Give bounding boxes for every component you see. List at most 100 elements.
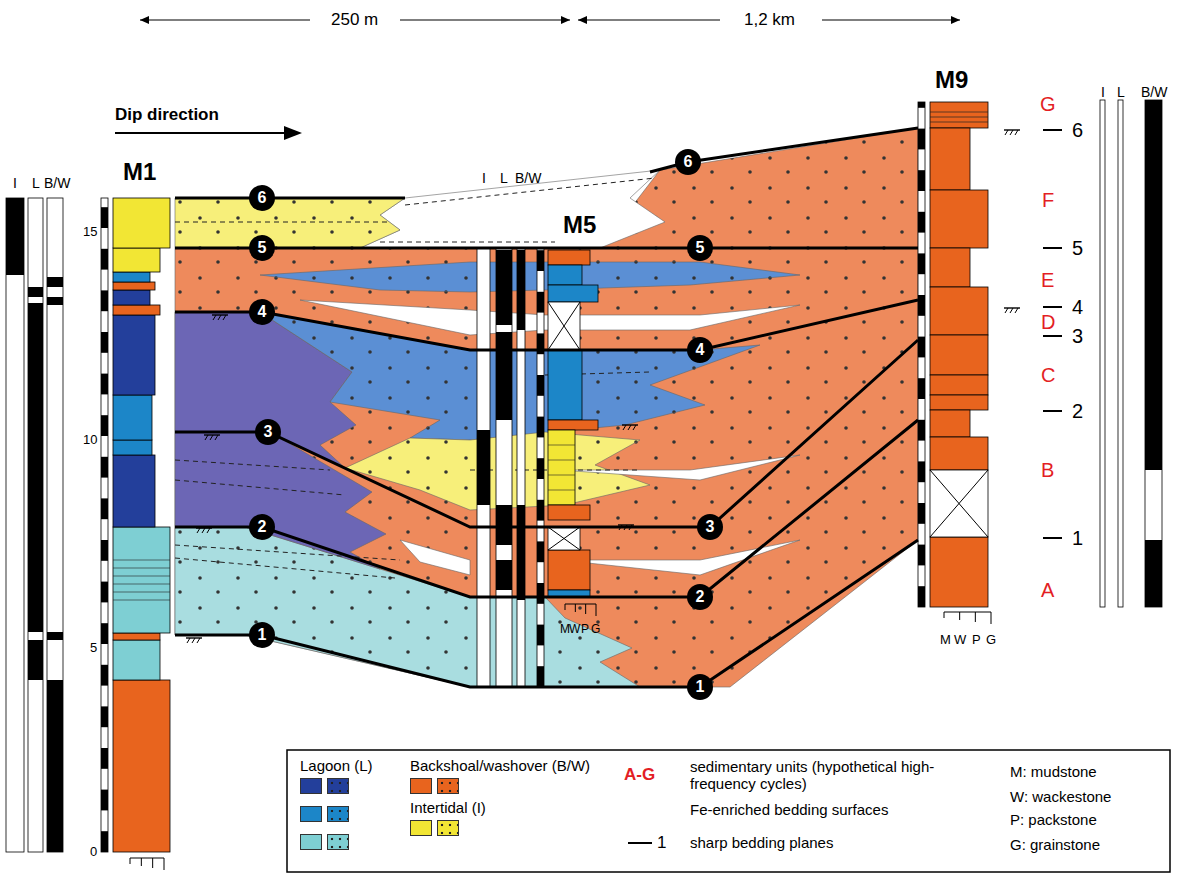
facies-body (560, 455, 800, 480)
bedding-line (548, 490, 575, 491)
texture-scale (575, 604, 576, 612)
column-block (113, 198, 170, 248)
surface-number: 1 (1072, 527, 1083, 550)
column-header: I (1101, 84, 1105, 100)
unit-boundary-tick (1043, 306, 1062, 308)
callout-number: 6 (684, 153, 693, 171)
scale-bar (537, 458, 544, 479)
unit-boundary-tick (1043, 129, 1062, 131)
facies-body (175, 198, 405, 248)
grain-dots (175, 527, 640, 687)
arrow-head (561, 16, 570, 24)
scale-bar (101, 582, 108, 603)
scale-bar (101, 623, 108, 644)
callout-number: 5 (696, 239, 705, 257)
facies-bar (517, 248, 525, 687)
surface-callout: 5 (687, 235, 713, 261)
texture-letter: M (940, 633, 951, 648)
column-block (930, 248, 970, 287)
facies-body (175, 527, 640, 687)
unit-letter: C (1041, 364, 1055, 387)
bounding-surface (175, 540, 918, 687)
scale-bar (918, 545, 925, 566)
bedding-line (930, 117, 988, 118)
surface-callout: 2 (249, 514, 275, 540)
scale-bar (101, 457, 108, 478)
facies-bar (47, 680, 63, 852)
facies-body (260, 262, 800, 292)
section-name: M1 (123, 158, 156, 186)
scale-bar (918, 461, 925, 482)
scale-bar (101, 540, 108, 561)
column-block (548, 285, 598, 302)
bedding-line (548, 475, 575, 476)
fe-surface-symbol (1010, 130, 1013, 135)
facies-bar (1118, 100, 1123, 607)
facies-bar (496, 248, 512, 687)
scale-bar (918, 378, 925, 399)
facies-bar (6, 198, 24, 275)
fe-surface-symbol (633, 425, 636, 430)
legend-swatch (410, 778, 432, 794)
column-header: L (32, 175, 40, 191)
scale-bar (101, 332, 108, 353)
callout-number: 4 (258, 303, 267, 321)
distance-line (822, 19, 960, 20)
callout-number: 2 (258, 518, 267, 536)
gap-box (548, 302, 580, 350)
gap-cross (548, 527, 580, 550)
arrow-head (578, 16, 587, 24)
surface-callout: 1 (249, 622, 275, 648)
gap-box (548, 527, 580, 550)
unit-letter: G (1040, 93, 1056, 116)
texture-letter: W (569, 623, 580, 637)
texture-letter: P (581, 623, 589, 637)
surface-number: 4 (1072, 296, 1083, 319)
legend-swatch (300, 778, 322, 794)
fe-surface-symbol (1005, 308, 1008, 313)
bedding-line (548, 460, 575, 461)
fe-surface-symbol (218, 315, 221, 320)
fe-surface-symbol (205, 435, 208, 440)
facies-bar (47, 297, 63, 305)
column-block (113, 305, 160, 315)
grain-dots (175, 128, 918, 687)
texture-scale (130, 858, 164, 859)
dip-arrow (115, 132, 288, 134)
scale-bar (918, 420, 925, 441)
column-block (113, 680, 170, 852)
dip-label: Dip direction (115, 105, 219, 125)
scale-bar (918, 102, 925, 108)
facies-bar (28, 303, 43, 632)
scale-bar (101, 374, 108, 395)
bedding-line (930, 122, 988, 123)
bounding-surface (175, 197, 405, 200)
texture-scale (130, 858, 131, 864)
fe-surface-symbol (1010, 308, 1013, 313)
column-block (113, 440, 152, 455)
surface-callout: 5 (249, 235, 275, 261)
unit-boundary-tick (1043, 410, 1062, 412)
column-header: B/W (515, 170, 541, 186)
bedding-line (113, 584, 170, 585)
axis-tick: 5 (90, 641, 97, 656)
column-block (930, 287, 988, 335)
scale-bar (918, 129, 925, 150)
callout-number: 6 (258, 189, 267, 207)
texture-scale (565, 604, 566, 610)
legend-swatch-extra (327, 806, 349, 822)
column-block (930, 537, 988, 607)
facies-bar (1145, 540, 1162, 607)
column-block (113, 640, 160, 680)
column-block (113, 527, 170, 633)
facies-bar (28, 287, 43, 297)
scale-bar (101, 498, 108, 519)
surface-callout: 3 (255, 419, 281, 445)
column-header: L (500, 170, 508, 186)
unit-letter: F (1042, 189, 1054, 212)
column-block (113, 315, 155, 395)
scale-bar (537, 248, 544, 687)
legend-text: Lagoon (L) (300, 757, 373, 774)
facies-bar (496, 250, 512, 325)
fe-surface-symbol (1005, 130, 1008, 135)
